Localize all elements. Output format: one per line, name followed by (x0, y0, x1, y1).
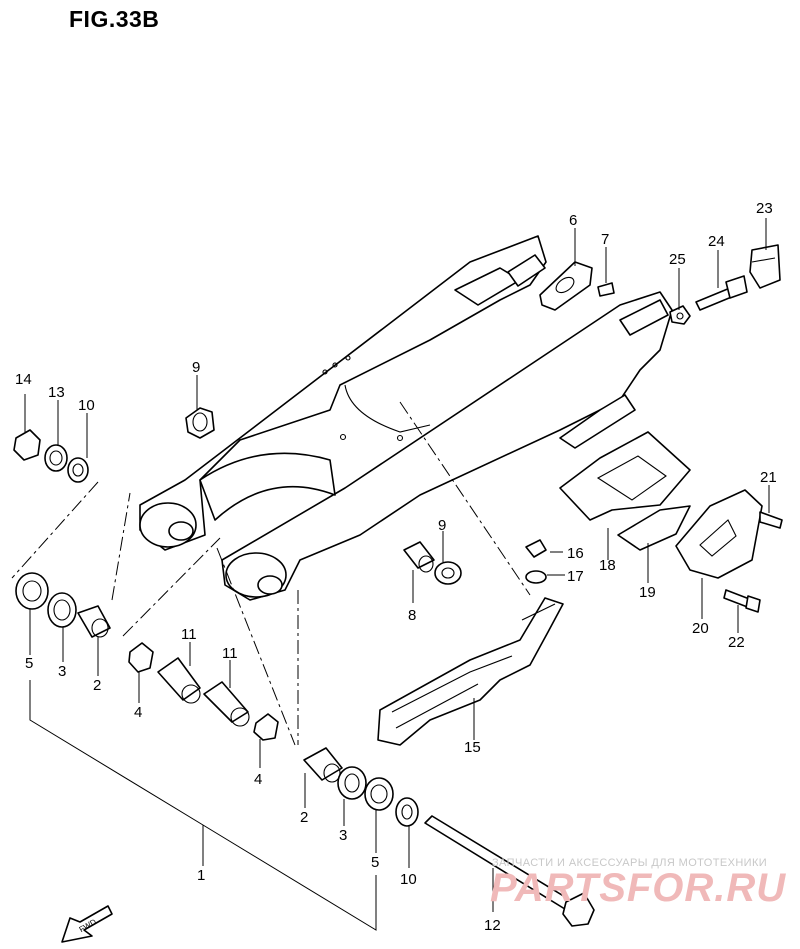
pivot-bearing-stack-left (15, 572, 111, 638)
pivot-bearing-stack-right (303, 747, 419, 827)
callout-16: 16 (567, 545, 584, 562)
bolt-7 (597, 282, 615, 297)
callout-11a: 11 (181, 626, 197, 643)
adjuster-nut (669, 305, 691, 325)
callout-labels: 1 2 2 3 3 4 4 5 5 6 7 8 9 9 10 10 11 11 … (15, 200, 777, 934)
watermark-tagline: ЗАПЧАСТИ И АКСЕССУАРЫ ДЛЯ МОТОТЕХНИКИ (492, 857, 768, 869)
dust-seal-upper (185, 407, 215, 439)
alignment-lines (11, 401, 531, 746)
callout-12: 12 (484, 917, 501, 934)
callout-17: 17 (567, 568, 584, 585)
swingarm (139, 235, 673, 601)
callout-7: 7 (601, 231, 609, 248)
callout-21: 21 (760, 469, 777, 486)
callout-4b: 4 (254, 771, 262, 788)
callout-18: 18 (599, 557, 616, 574)
callout-9b: 9 (438, 517, 446, 534)
callout-25: 25 (669, 251, 686, 268)
callout-2b: 2 (300, 809, 308, 826)
chain-guide-plate-19 (617, 505, 691, 551)
fwd-arrow-icon: FWD (61, 905, 113, 943)
callout-14: 14 (15, 371, 32, 388)
callout-20: 20 (692, 620, 709, 637)
adjuster-end-cap (749, 244, 781, 289)
callout-22: 22 (728, 634, 745, 651)
callout-1: 1 (197, 867, 205, 884)
leader-lines (24, 218, 770, 931)
callout-6: 6 (569, 212, 577, 229)
spacer-8 (403, 541, 435, 573)
callout-19: 19 (639, 584, 656, 601)
callout-15: 15 (464, 739, 481, 756)
pivot-shaft (424, 815, 595, 927)
bolt-21 (759, 511, 783, 529)
chain-slider (377, 597, 564, 746)
callout-23: 23 (756, 200, 773, 217)
figure-title: FIG.33B (69, 6, 160, 32)
washer-17 (525, 570, 547, 584)
chain-guide-plate-20 (675, 489, 763, 579)
callout-24: 24 (708, 233, 725, 250)
callout-3a: 3 (58, 663, 66, 680)
callout-8: 8 (408, 607, 416, 624)
chain-guide-18 (559, 431, 691, 521)
screw-16 (525, 539, 547, 558)
callout-5a: 5 (25, 655, 33, 672)
bolt-22 (723, 589, 761, 613)
adjuster-bolt (695, 275, 748, 311)
left-pivot-stack (13, 429, 89, 483)
callout-2a: 2 (93, 677, 101, 694)
callout-13: 13 (48, 384, 65, 401)
watermark-brand: PARTSFOR.RU (490, 866, 787, 910)
callout-10a: 10 (78, 397, 95, 414)
callout-3b: 3 (339, 827, 347, 844)
callout-11b: 11 (222, 645, 238, 662)
callout-10b: 10 (400, 871, 417, 888)
callout-9a: 9 (192, 359, 200, 376)
dust-seal-lower (434, 561, 462, 585)
chain-adjuster-plate (539, 261, 593, 311)
pivot-collar-stack (128, 642, 279, 741)
callout-5b: 5 (371, 854, 379, 871)
callout-4a: 4 (134, 704, 142, 721)
